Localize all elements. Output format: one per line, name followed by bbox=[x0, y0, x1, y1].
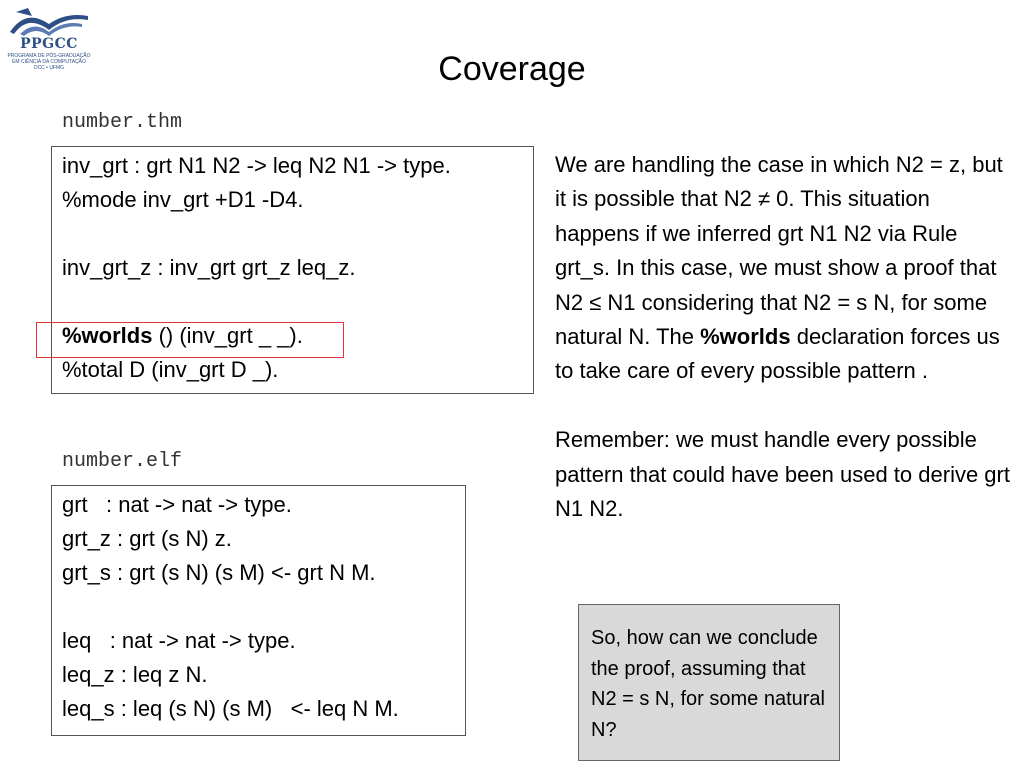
code-line: inv_grt : grt N1 N2 -> leq N2 N1 -> type… bbox=[62, 153, 451, 178]
ppgcc-wave-logo-icon bbox=[10, 8, 88, 36]
explanation-p1-after: declaration forces us to take care of ev… bbox=[555, 324, 1000, 384]
code-line: %total D (inv_grt D _). bbox=[62, 357, 279, 382]
worlds-code-line: %worlds () (inv_grt _ _). bbox=[62, 319, 523, 353]
worlds-keyword: %worlds bbox=[62, 323, 153, 348]
explanation-text: We are handling the case in which N2 = z… bbox=[555, 148, 1010, 526]
code-line: inv_grt_z : inv_grt grt_z leq_z. bbox=[62, 255, 356, 280]
code-line bbox=[62, 217, 523, 251]
slide-title: Coverage bbox=[438, 50, 586, 88]
logo-subtitle-3: DCC • UFMG bbox=[33, 65, 65, 71]
code-line: grt : nat -> nat -> type. bbox=[62, 492, 292, 517]
code-line: %mode inv_grt +D1 -D4. bbox=[62, 187, 304, 212]
explanation-p1-before: We are handling the case in which N2 = z… bbox=[555, 152, 1003, 350]
question-box: So, how can we conclude the proof, assum… bbox=[578, 604, 840, 761]
thm-file-label: number.thm bbox=[62, 111, 183, 134]
elf-code-box: grt : nat -> nat -> type. grt_z : grt (s… bbox=[51, 485, 466, 736]
code-line: grt_s : grt (s N) (s M) <- grt N M. bbox=[62, 560, 376, 585]
worlds-highlight-box bbox=[36, 322, 344, 358]
code-line bbox=[62, 590, 455, 624]
code-line: grt_z : grt (s N) z. bbox=[62, 526, 232, 551]
thm-code-box: inv_grt : grt N1 N2 -> leq N2 N1 -> type… bbox=[51, 146, 534, 394]
elf-file-label: number.elf bbox=[62, 450, 183, 473]
explanation-paragraph-1: We are handling the case in which N2 = z… bbox=[555, 148, 1010, 389]
worlds-rest: () (inv_grt _ _). bbox=[152, 323, 303, 348]
code-line: leq_z : leq z N. bbox=[62, 662, 208, 687]
explanation-worlds-keyword: %worlds bbox=[700, 324, 791, 350]
ppgcc-logo: PPGCC PROGRAMA DE PÓS-GRADUAÇÃO EM CIÊNC… bbox=[6, 6, 92, 71]
code-line: leq : nat -> nat -> type. bbox=[62, 628, 296, 653]
logo-title: PPGCC bbox=[20, 36, 78, 52]
code-line: leq_s : leq (s N) (s M) <- leq N M. bbox=[62, 696, 399, 721]
logo-subtitle-2: EM CIÊNCIA DA COMPUTAÇÃO bbox=[12, 59, 86, 65]
explanation-paragraph-2: Remember: we must handle every possible … bbox=[555, 427, 1010, 522]
logo-subtitle-1: PROGRAMA DE PÓS-GRADUAÇÃO bbox=[7, 53, 91, 59]
code-line bbox=[62, 285, 523, 319]
